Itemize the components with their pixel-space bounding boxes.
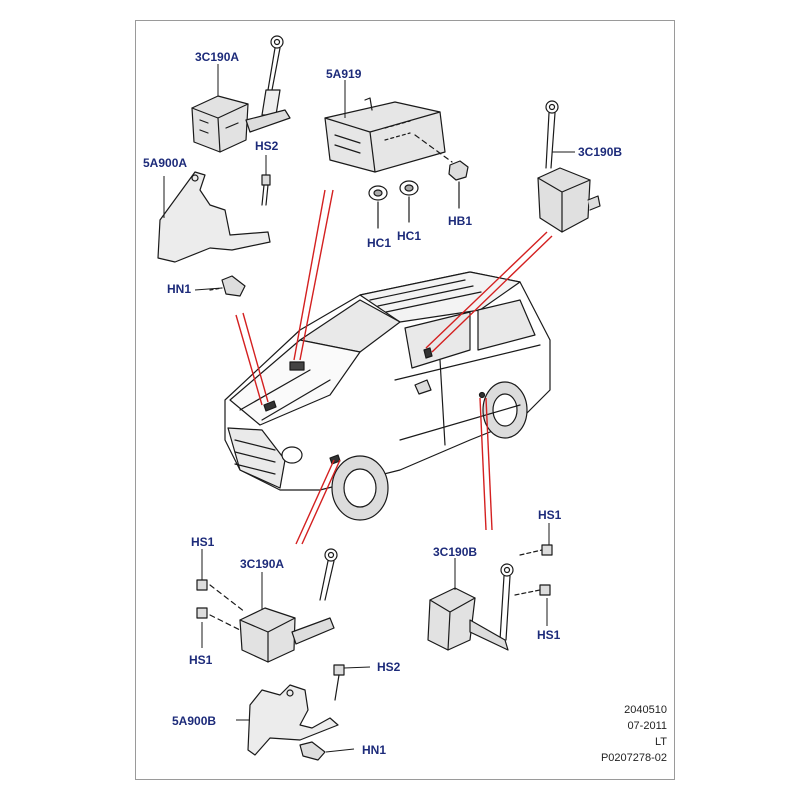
label-5a900a: 5A900A (143, 156, 187, 170)
label-hn1-top: HN1 (167, 282, 191, 296)
diagram-frame (135, 20, 675, 780)
label-hs1-right-top: HS1 (538, 508, 562, 522)
label-hs1-left-top: HS1 (191, 535, 215, 549)
grommets (368, 134, 469, 229)
label-5a900b: 5A900B (172, 714, 216, 728)
label-hn1-bottom: HN1 (362, 743, 386, 757)
label-3c190a-top: 3C190A (195, 50, 239, 64)
label-3c190a-bottom: 3C190A (240, 557, 284, 571)
bracket-5a900b (247, 664, 345, 761)
label-hs1-left-bottom: HS1 (189, 653, 213, 667)
label-3c190b-top: 3C190B (578, 145, 622, 159)
sensor-bottom-right (427, 544, 553, 651)
leader-lines (235, 189, 553, 545)
label-leaders (163, 64, 575, 753)
footer-lang: LT (654, 736, 667, 748)
vehicle (224, 271, 551, 521)
label-hc1-left: HC1 (367, 236, 391, 250)
module-5a919 (324, 97, 446, 173)
label-5a919: 5A919 (326, 67, 362, 81)
label-3c190b-bottom: 3C190B (433, 545, 477, 559)
sensor-bottom-left (196, 548, 338, 663)
bracket-5a900a (157, 171, 271, 297)
label-hc1-right: HC1 (397, 229, 421, 243)
sensor-top-right (537, 100, 601, 233)
sensor-top-left (191, 35, 291, 153)
footer-code: 2040510 (624, 704, 667, 716)
label-hs2-bottom: HS2 (377, 660, 401, 674)
label-hs1-right-bottom: HS1 (537, 628, 561, 642)
footer-date: 07-2011 (627, 720, 667, 732)
footer-ref: P0207278-02 (600, 752, 667, 764)
label-hs2-top: HS2 (255, 139, 279, 153)
label-hb1: HB1 (448, 214, 472, 228)
